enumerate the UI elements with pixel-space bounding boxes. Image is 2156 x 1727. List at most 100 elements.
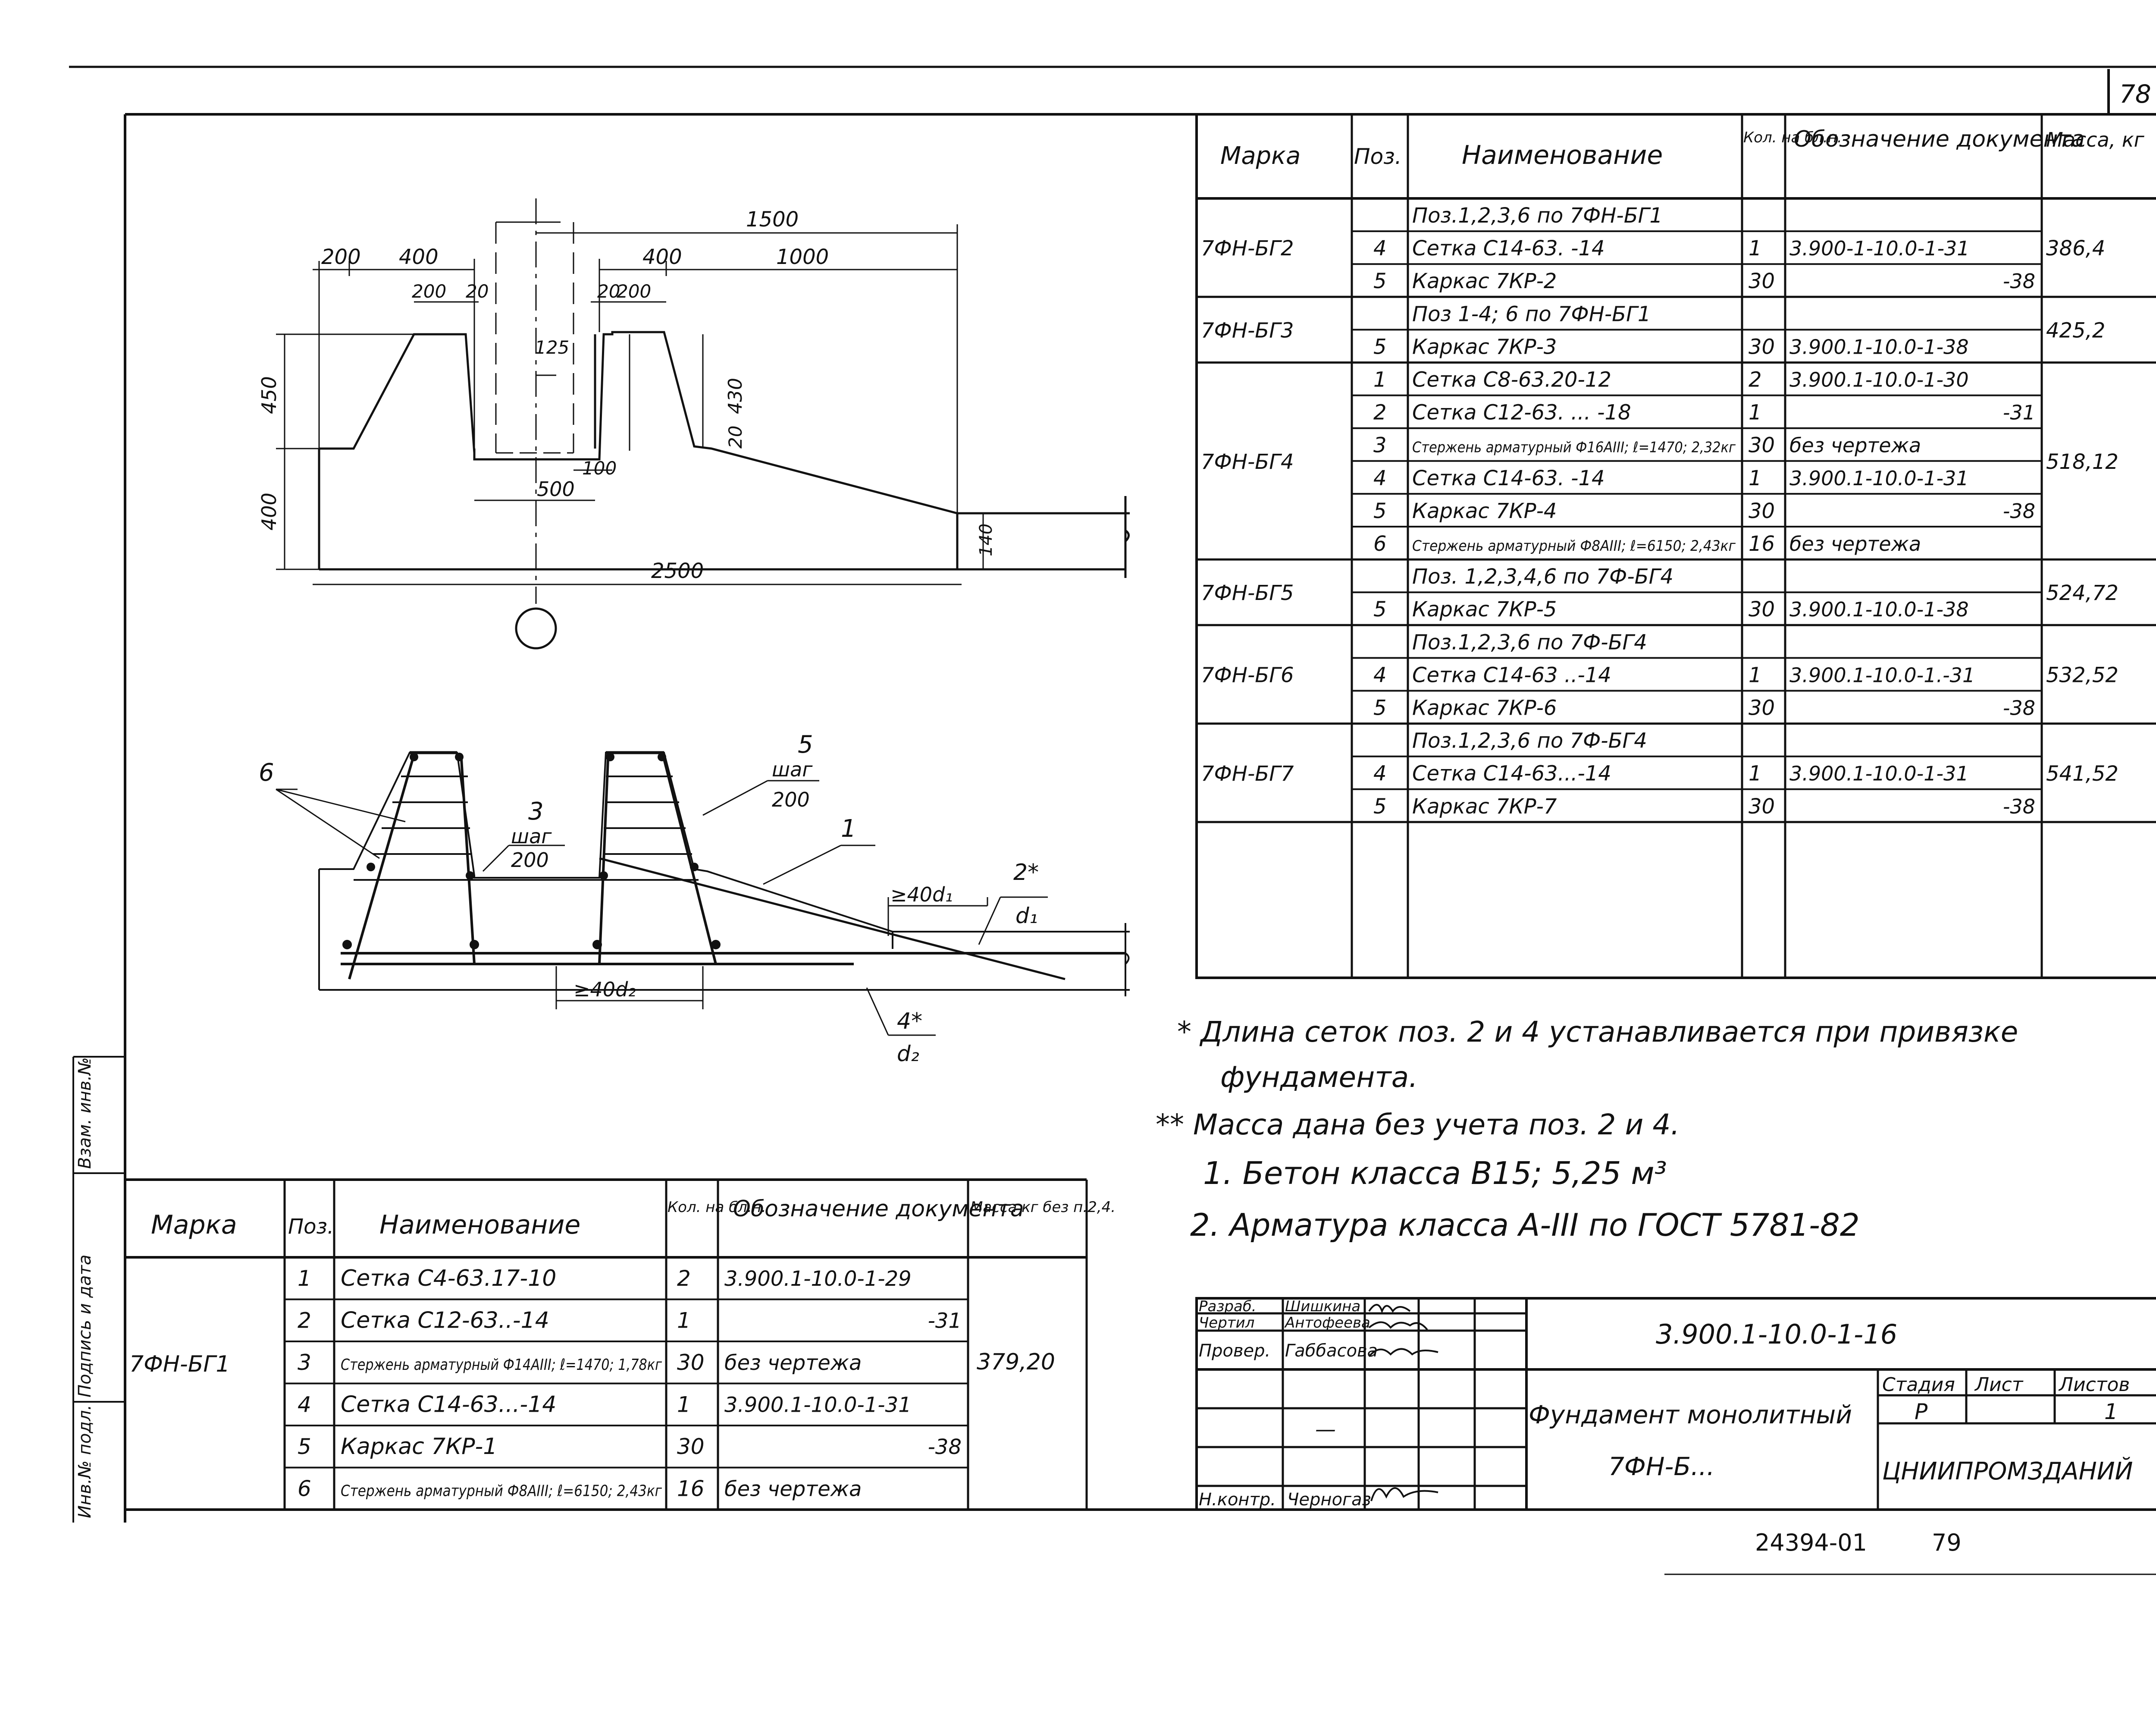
rt-mark: 7ФН-БГ4 bbox=[1201, 450, 1294, 474]
rt-pos: 5 bbox=[1373, 696, 1387, 720]
tb-name-5: Черногаз bbox=[1287, 1490, 1371, 1510]
rt-pos: 5 bbox=[1373, 269, 1387, 293]
reinforcement-section bbox=[318, 751, 1130, 996]
rt-head-qty: Кол. на бл.н. bbox=[1743, 129, 1842, 146]
rt-mark: 7ФН-БГ7 bbox=[1201, 762, 1294, 786]
rt-name: Каркас 7КР-5 bbox=[1412, 597, 1557, 622]
rt-qty: 30 bbox=[1749, 794, 1775, 819]
rt-pos: 3 bbox=[1373, 433, 1387, 458]
rt-pos: 6 bbox=[1373, 532, 1387, 556]
rt-head-pos: Поз. bbox=[1354, 144, 1402, 169]
tb-role-2: Провер. bbox=[1199, 1341, 1270, 1361]
rt-head-name: Наименование bbox=[1462, 140, 1663, 170]
sheet-number-top: 78 bbox=[2119, 79, 2151, 109]
label-pos3: 3 bbox=[528, 798, 544, 826]
leaders bbox=[276, 780, 1048, 1036]
lt-pos: 4 bbox=[298, 1392, 311, 1417]
rt-qty: 1 bbox=[1749, 663, 1762, 687]
rt-pos: 2 bbox=[1373, 401, 1387, 425]
lt-mass: 379,20 bbox=[977, 1349, 1055, 1375]
rt-pos: 5 bbox=[1373, 794, 1387, 819]
rt-doc: 3.900.1-10.0-1-31 bbox=[1789, 762, 1969, 785]
side-stamp-sign: Подпись и дата bbox=[75, 1255, 95, 1397]
dim-400-right: 400 bbox=[642, 245, 682, 269]
rt-doc: 3.900.1-10.0-1-38 bbox=[1789, 335, 1969, 358]
tb-title-line1: Фундамент монолитный bbox=[1529, 1400, 1852, 1429]
footer-page: 79 bbox=[1932, 1529, 1962, 1556]
rt-qty: 30 bbox=[1749, 597, 1775, 622]
lt-pos: 5 bbox=[298, 1434, 311, 1459]
rt-mass: 425,2 bbox=[2046, 318, 2105, 342]
rt-name: Каркас 7КР-3 bbox=[1412, 335, 1557, 359]
left-table-headers: Марка Поз. Наименование Кол. на бл.н. Об… bbox=[151, 1196, 1116, 1240]
rt-head-mass: Масса, кг bbox=[2046, 128, 2145, 151]
rt-doc: без чертежа bbox=[1789, 434, 1921, 457]
lt-qty: 30 bbox=[677, 1350, 705, 1375]
dim-20-small-r: 20 bbox=[597, 281, 620, 302]
label-anchor1: ≥40d₁ bbox=[890, 883, 953, 906]
signatures bbox=[1368, 1304, 1438, 1501]
rt-mass: 532,52 bbox=[2046, 663, 2118, 687]
dim-100: 100 bbox=[582, 458, 617, 479]
rt-doc: 3.900.1-10.0-1.-31 bbox=[1789, 663, 1975, 687]
rt-doc: без чертежа bbox=[1789, 532, 1921, 556]
dim-400-left: 400 bbox=[399, 245, 439, 269]
label-anchor2: ≥40d₂ bbox=[573, 978, 636, 1001]
note-star1b: фундамента. bbox=[1220, 1061, 1418, 1094]
rt-qty: 2 bbox=[1749, 368, 1762, 392]
label-pos2: 2* bbox=[1013, 860, 1039, 885]
dim-1000: 1000 bbox=[776, 245, 829, 269]
rt-qty: 1 bbox=[1749, 762, 1762, 786]
lt-doc: 3.900.1-10.0-1-31 bbox=[724, 1393, 912, 1417]
rt-pos: 4 bbox=[1373, 236, 1387, 261]
tb-stage-val: Р bbox=[1915, 1399, 1928, 1424]
rt-doc: -38 bbox=[2003, 795, 2035, 818]
tb-name-0: Шишкина bbox=[1285, 1298, 1360, 1315]
rt-name: Поз.1,2,3,6 по 7Ф-БГ4 bbox=[1412, 729, 1647, 753]
rt-name: Каркас 7КР-6 bbox=[1412, 696, 1557, 720]
rt-doc: -38 bbox=[2003, 499, 2035, 523]
label-pos1: 1 bbox=[841, 815, 856, 843]
dim-125: 125 bbox=[535, 337, 569, 358]
lt-qty: 1 bbox=[677, 1308, 691, 1333]
rt-doc: 3.900-1-10.0-1-31 bbox=[1789, 237, 1970, 260]
rt-mark: 7ФН-БГ5 bbox=[1201, 581, 1294, 605]
rt-doc: -38 bbox=[2003, 697, 2035, 720]
rt-doc: 3.900.1-10.0-1-38 bbox=[1789, 598, 1969, 621]
note-1: 1. Бетон класса В15; 5,25 м³ bbox=[1203, 1155, 1667, 1191]
rt-name: Сетка С8-63.20-12 bbox=[1412, 368, 1611, 392]
tb-title-line2: 7ФН-Б... bbox=[1608, 1452, 1714, 1481]
tb-sheets-label: Листов bbox=[2058, 1374, 2130, 1396]
rt-pos: 4 bbox=[1373, 466, 1387, 490]
tb-org: ЦНИИПРОМЗДАНИЙ bbox=[1882, 1457, 2133, 1485]
rt-name: Сетка С12-63. ... -18 bbox=[1412, 401, 1631, 425]
tb-role-1: Чертил bbox=[1199, 1314, 1254, 1331]
lt-mark: 7ФН-БГ1 bbox=[129, 1351, 230, 1377]
rt-name: Каркас 7КР-2 bbox=[1412, 269, 1557, 293]
rt-pos: 4 bbox=[1373, 663, 1387, 687]
lt-pos: 2 bbox=[298, 1308, 311, 1333]
rt-qty: 30 bbox=[1749, 335, 1775, 359]
notes: * Длина сеток поз. 2 и 4 устанавливается… bbox=[1156, 1015, 2018, 1243]
rt-qty: 1 bbox=[1749, 401, 1762, 425]
lt-head-mark: Марка bbox=[151, 1210, 237, 1240]
rt-qty: 30 bbox=[1749, 269, 1775, 293]
rt-mass: 524,72 bbox=[2046, 581, 2118, 605]
label-pos4: 4* bbox=[897, 1008, 922, 1034]
foundation-profile bbox=[318, 331, 1130, 578]
rt-name: Поз 1-4; 6 по 7ФН-БГ1 bbox=[1412, 302, 1651, 326]
dim-20-vert: 20 bbox=[725, 426, 746, 449]
rebar-dots bbox=[342, 753, 721, 949]
rt-pos: 5 bbox=[1373, 597, 1387, 622]
rt-qty: 16 bbox=[1749, 532, 1775, 556]
label-pos3-step-val: 200 bbox=[511, 848, 549, 872]
tb-name-4: — bbox=[1315, 1417, 1336, 1441]
rt-head-doc: Обозначение документа bbox=[1794, 126, 2085, 152]
rt-pos: 5 bbox=[1373, 335, 1387, 359]
rt-qty: 30 bbox=[1749, 433, 1775, 458]
footer-code: 24394-01 bbox=[1755, 1529, 1867, 1556]
dim-400-vert: 400 bbox=[257, 493, 281, 531]
rt-qty: 1 bbox=[1749, 236, 1762, 261]
label-pos4-d: d₂ bbox=[897, 1041, 919, 1066]
